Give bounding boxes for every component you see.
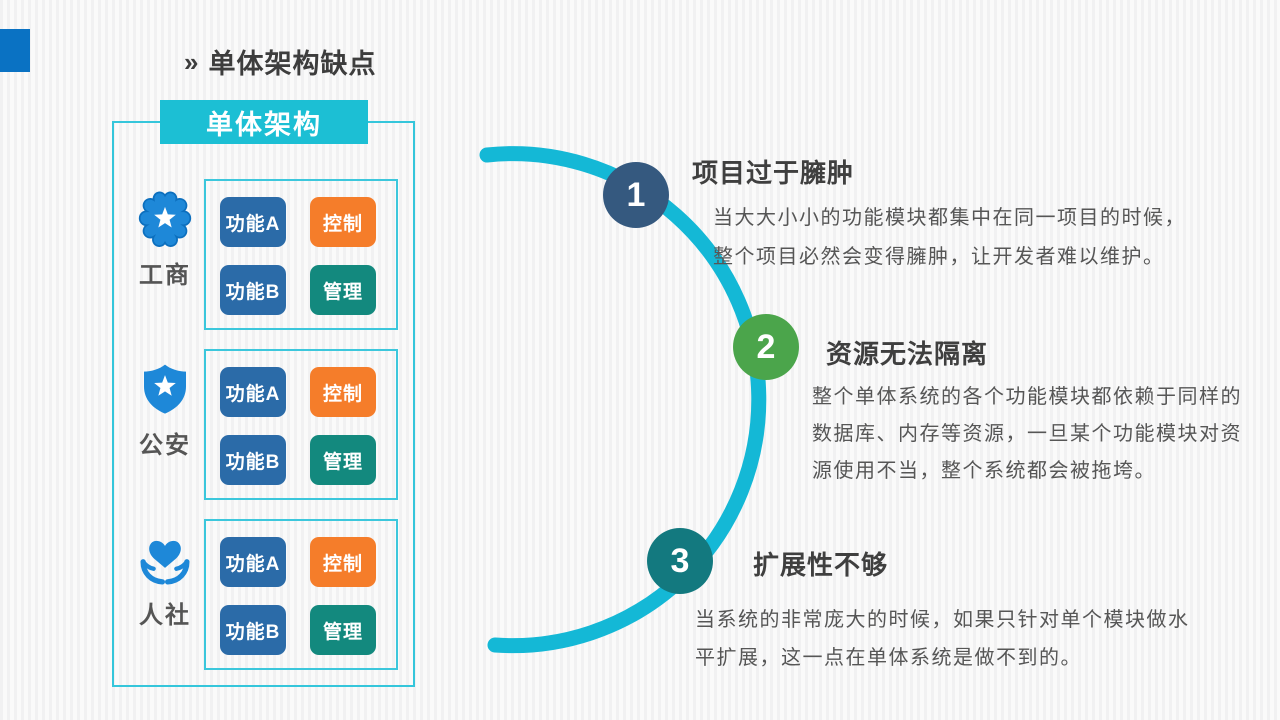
body-line: 整个项目必然会变得臃肿，让开发者难以维护。 [713,246,1165,268]
module-button: 功能B [220,265,286,315]
org-gongan: 公安 [122,361,208,460]
module-button: 功能B [220,435,286,485]
module-button: 控制 [310,197,376,247]
monolith-panel: 单体架构 工商 功能A 控制 功能B 管理 公安 功能A 控制 功能B [112,100,415,687]
section-body-2: 整个单体系统的各个功能模块都依赖于同样的 数据库、内存等资源，一旦某个功能模块对… [812,379,1242,490]
step-circle-2: 2 [733,314,799,380]
hands-heart-icon [140,540,190,585]
section-title-3: 扩展性不够 [753,550,889,580]
body-line: 当大大小小的功能模块都集中在同一项目的时候， [713,207,1186,229]
module-box: 功能A 控制 功能B 管理 [204,349,398,500]
module-button: 功能A [220,197,286,247]
chevron-bullet-icon: » [184,46,199,77]
module-button: 功能A [220,537,286,587]
module-box: 功能A 控制 功能B 管理 [204,519,398,670]
module-button: 管理 [310,265,376,315]
module-button: 管理 [310,435,376,485]
section-body-3: 当系统的非常庞大的时候，如果只针对单个模块做水 平扩展，这一点在单体系统是做不到… [695,601,1190,677]
org-label: 公安 [139,432,191,459]
org-label: 工商 [139,262,191,289]
module-button: 控制 [310,367,376,417]
shield-star-icon [144,364,186,414]
section-body-1: 当大大小小的功能模块都集中在同一项目的时候， 整个项目必然会变得臃肿，让开发者难… [713,199,1186,277]
accent-square [0,29,30,72]
org-renshe: 人社 [122,531,208,630]
module-button: 功能A [220,367,286,417]
module-button: 管理 [310,605,376,655]
section-title-2: 资源无法隔离 [826,339,989,369]
module-button: 控制 [310,537,376,587]
body-line: 源使用不当，整个系统都会被拖垮。 [812,460,1156,482]
police-badge-icon [138,191,192,247]
section-title-1: 项目过于臃肿 [692,158,855,188]
step-circle-1: 1 [603,162,669,228]
panel-header: 单体架构 [160,100,368,144]
module-button: 功能B [220,605,286,655]
org-label: 人社 [139,602,191,629]
body-line: 数据库、内存等资源，一旦某个功能模块对资 [812,423,1242,445]
org-gongshang: 工商 [122,191,208,290]
body-line: 平扩展，这一点在单体系统是做不到的。 [695,647,1082,669]
body-line: 整个单体系统的各个功能模块都依赖于同样的 [812,386,1242,408]
module-box: 功能A 控制 功能B 管理 [204,179,398,330]
page-title-text: 单体架构缺点 [208,49,377,79]
page-title: » 单体架构缺点 [184,42,376,81]
body-line: 当系统的非常庞大的时候，如果只针对单个模块做水 [695,609,1190,631]
step-circle-3: 3 [647,528,713,594]
